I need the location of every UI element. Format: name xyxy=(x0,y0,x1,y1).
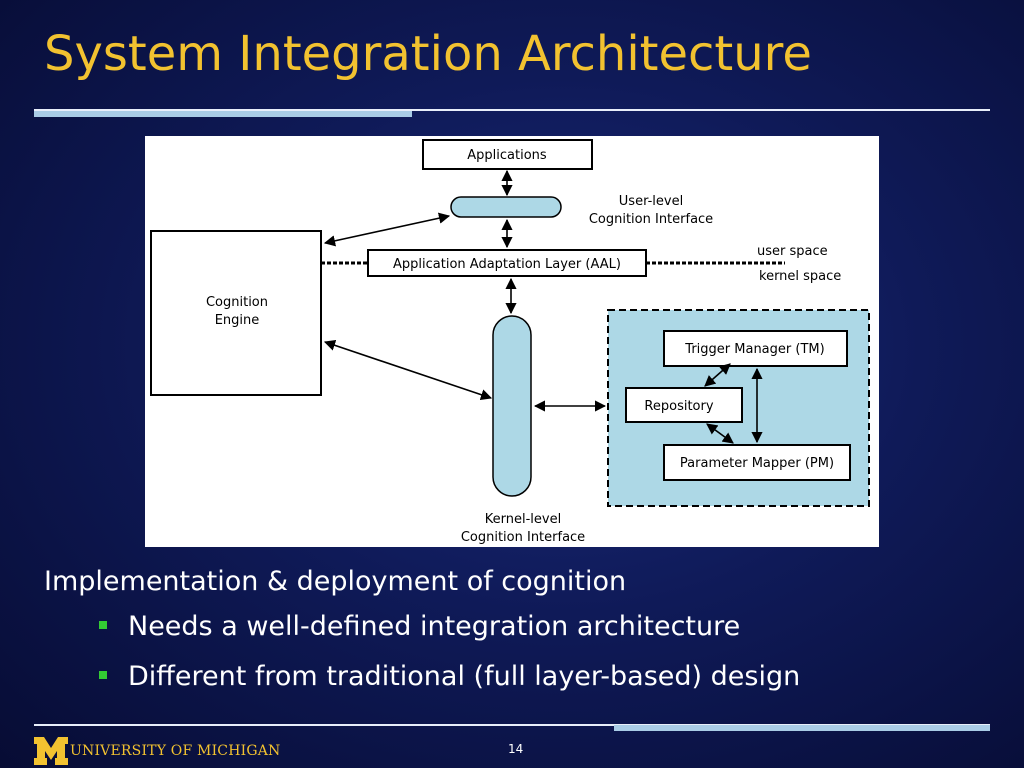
bullet-item: Needs a well-defined integration archite… xyxy=(44,602,800,652)
applications-label: Applications xyxy=(467,148,547,163)
kernel-level-label-line1: Kernel-level xyxy=(485,512,561,527)
block-m-logo-icon: M xyxy=(34,737,68,765)
user-level-label-line1: User-level xyxy=(619,194,683,209)
repository-label: Repository xyxy=(644,399,713,414)
arrow-engine-kernellevel xyxy=(323,339,493,401)
trigger-manager-box xyxy=(663,330,848,367)
arrow-engine-userlevel xyxy=(323,212,451,247)
user-level-cognition-interface xyxy=(450,196,562,218)
page-number: 14 xyxy=(508,742,524,756)
user-level-label-line2: Cognition Interface xyxy=(589,212,713,227)
bullet-item-text: Needs a well-defined integration archite… xyxy=(128,611,741,642)
aal-label: Application Adaptation Layer (AAL) xyxy=(393,257,621,272)
diagram-arrows xyxy=(323,169,763,444)
bullet-item: Different from traditional (full layer-b… xyxy=(44,652,800,702)
applications-box xyxy=(422,139,593,170)
arrow-tm-repository xyxy=(704,363,731,387)
repository-box xyxy=(625,387,743,423)
bullet-main: Implementation & deployment of cognition xyxy=(44,566,627,597)
university-logo: M UNIVERSITY OF MICHIGAN xyxy=(34,736,281,766)
cognition-engine-box xyxy=(150,230,322,396)
parameter-mapper-box xyxy=(663,444,851,481)
parameter-mapper-label: Parameter Mapper (PM) xyxy=(680,456,834,471)
bullet-square-icon xyxy=(99,621,107,629)
kernel-space-label: kernel space xyxy=(759,269,841,284)
footer-divider-line xyxy=(34,724,990,726)
slide-title: System Integration Architecture xyxy=(44,26,812,82)
kernel-level-cognition-interface xyxy=(492,315,532,497)
user-space-label: user space xyxy=(757,244,828,259)
cognition-engine-label-line1: Cognition xyxy=(206,295,268,310)
footer-accent-bar xyxy=(614,725,990,731)
university-name: UNIVERSITY OF MICHIGAN xyxy=(70,743,281,759)
arrow-repository-pm xyxy=(706,423,734,444)
aal-box xyxy=(367,249,647,277)
bullet-item-text: Different from traditional (full layer-b… xyxy=(128,661,801,692)
bullet-square-icon xyxy=(99,671,107,679)
kernel-level-label-line2: Cognition Interface xyxy=(461,530,585,545)
title-accent-bar xyxy=(34,111,412,117)
trigger-manager-label: Trigger Manager (TM) xyxy=(684,342,824,357)
cognition-engine-label-line2: Engine xyxy=(215,313,260,328)
title-divider-line xyxy=(34,109,990,111)
architecture-diagram: Applications User-level Cognition Interf… xyxy=(145,136,879,547)
bullet-list: Implementation & deployment of cognition… xyxy=(44,562,800,702)
